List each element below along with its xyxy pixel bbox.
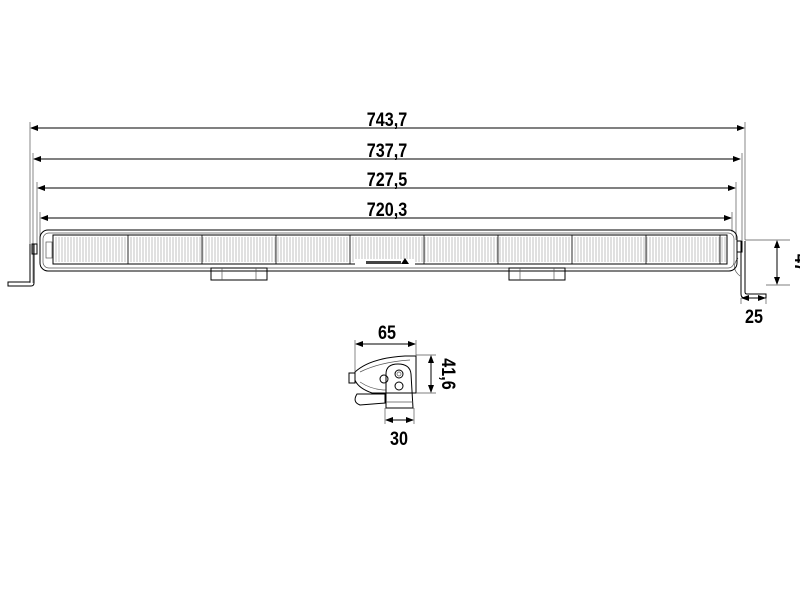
extension-lines — [29, 122, 746, 283]
dimension-label-737-7: 737,7 — [367, 140, 408, 162]
dimension-47: 47 — [745, 239, 800, 286]
brand-logo — [355, 258, 415, 265]
dimension-727-5: 727,5 — [37, 169, 736, 191]
dimension-label-720-3: 720,3 — [367, 199, 408, 221]
light-bar-housing — [39, 229, 738, 272]
dimension-743-7: 743,7 — [30, 109, 745, 131]
dimension-label-65: 65 — [378, 322, 396, 344]
mounting-foot-left — [210, 267, 268, 281]
side-view — [348, 355, 417, 409]
lens-ribs — [55, 235, 726, 264]
dimension-65: 65 — [354, 322, 417, 372]
dimension-30: 30 — [384, 408, 415, 450]
dimension-737-7: 737,7 — [33, 140, 741, 162]
dimension-label-743-7: 743,7 — [367, 109, 408, 131]
mounting-foot-right — [508, 267, 566, 281]
dimension-720-3: 720,3 — [40, 199, 732, 221]
dimension-label-25: 25 — [745, 306, 763, 328]
dimension-label-47: 47 — [791, 254, 800, 272]
right-mounting-bracket — [734, 240, 767, 299]
dimension-25: 25 — [740, 295, 767, 328]
dimension-label-30: 30 — [390, 428, 408, 450]
left-mounting-bracket — [7, 243, 38, 287]
dimension-label-727-5: 727,5 — [367, 169, 408, 191]
dimension-label-41-6: 41,6 — [438, 358, 460, 390]
dimension-41-6: 41,6 — [416, 354, 460, 394]
